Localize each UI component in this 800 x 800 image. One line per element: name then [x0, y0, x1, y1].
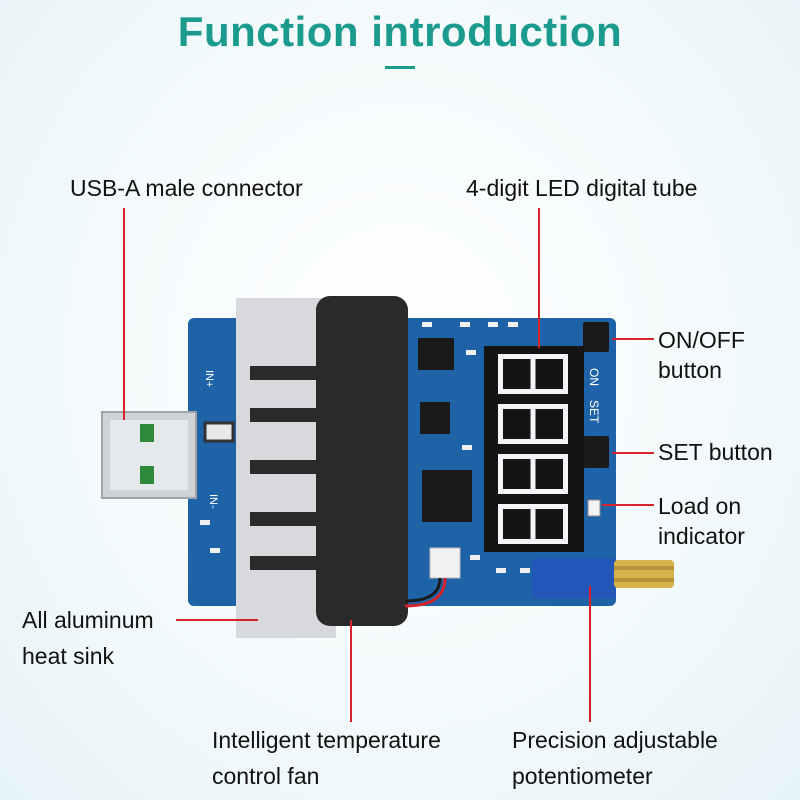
led-segment	[563, 454, 568, 494]
led-segment	[498, 354, 503, 394]
label-heatsink-line1: All aluminum	[22, 607, 154, 633]
label-heatsink-line2: heat sink	[22, 643, 115, 669]
led-segment	[498, 439, 535, 444]
led-segment	[533, 539, 568, 544]
smd-components	[200, 322, 530, 573]
regulator-chip	[420, 402, 450, 434]
mosfet-chip	[418, 338, 454, 370]
led-digit	[498, 454, 568, 494]
leader-set	[612, 452, 654, 454]
led-segment	[498, 404, 503, 444]
led-segment	[533, 489, 568, 494]
led-segment	[498, 504, 503, 544]
fan-connector	[429, 547, 461, 579]
led-segment	[498, 454, 503, 494]
led-segment	[533, 454, 568, 459]
silk-in-minus: IN-	[207, 494, 219, 509]
led-segment	[498, 489, 535, 494]
label-onoff-line2: button	[658, 357, 722, 383]
led-segment	[498, 389, 535, 394]
label-load-line1: Load on	[658, 493, 742, 519]
label-usb-connector: USB-A male connector	[70, 175, 303, 201]
leader-pot	[589, 586, 591, 722]
led-segment	[533, 439, 568, 444]
led-segment	[530, 404, 536, 444]
usb-a-connector	[101, 411, 197, 499]
leader-load	[602, 504, 654, 506]
led-segment	[530, 504, 536, 544]
cooling-fan	[316, 296, 408, 626]
silk-on: ON	[587, 368, 601, 386]
led-digital-tube	[484, 346, 584, 552]
led-segment	[533, 389, 568, 394]
led-segment	[533, 354, 568, 359]
led-digit	[498, 504, 568, 544]
leader-heatsink	[176, 619, 258, 621]
label-onoff-line1: ON/OFF	[658, 327, 745, 353]
leader-fan	[350, 620, 352, 722]
leader-usb	[123, 208, 125, 420]
page-title: Function introduction	[177, 8, 623, 55]
label-load-line2: indicator	[658, 523, 745, 549]
potentiometer	[532, 558, 674, 598]
fan-wires	[404, 577, 447, 608]
mcu-chip	[422, 470, 472, 522]
onoff-button	[583, 322, 609, 352]
label-pot-line1: Precision adjustable	[512, 727, 718, 753]
silk-set: SET	[587, 400, 601, 424]
led-segment	[533, 504, 568, 509]
label-fan-line1: Intelligent temperature	[212, 727, 441, 753]
leader-led	[538, 208, 540, 348]
led-segment	[563, 404, 568, 444]
led-segment	[533, 404, 568, 409]
led-segment	[563, 504, 568, 544]
led-segment	[530, 454, 536, 494]
label-pot-line2: potentiometer	[512, 763, 653, 789]
led-segment	[498, 539, 535, 544]
title-underline	[385, 66, 415, 69]
led-digit	[498, 354, 568, 394]
led-digit	[498, 404, 568, 444]
label-led-tube: 4-digit LED digital tube	[466, 175, 698, 201]
label-set-button: SET button	[658, 439, 773, 465]
load-indicator-led	[587, 499, 601, 517]
leader-onoff	[612, 338, 654, 340]
fuse	[203, 421, 235, 443]
led-segment	[563, 354, 568, 394]
label-fan-line2: control fan	[212, 763, 320, 789]
led-segment	[530, 354, 536, 394]
silk-in-plus: IN+	[203, 370, 215, 387]
set-button	[583, 436, 609, 468]
